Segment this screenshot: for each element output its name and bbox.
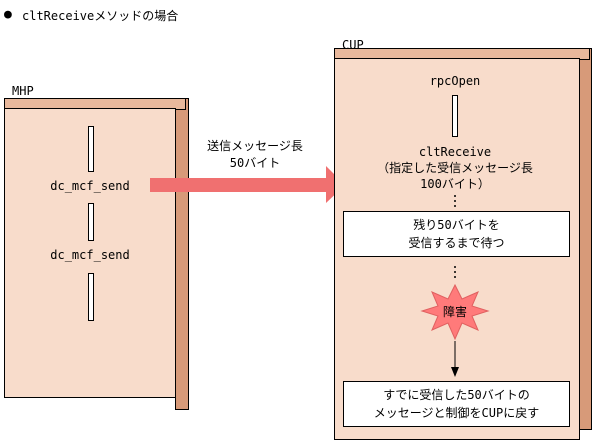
arrow-label-line1: 送信メッセージ長 bbox=[207, 139, 303, 153]
mhp-lifeline-2 bbox=[88, 203, 94, 241]
clt-receive-label: cltReceive bbox=[418, 145, 492, 159]
mhp-call-1: dc_mcf_send bbox=[50, 179, 130, 193]
clt-receive-arg2: 100バイト） bbox=[420, 177, 490, 191]
cup-lifeline-1 bbox=[452, 95, 458, 137]
send-arrow-shape bbox=[150, 166, 345, 203]
return-line-1: すでに受信した50バイトの bbox=[383, 388, 530, 402]
wait-line-1: 残り50バイトを bbox=[413, 218, 500, 232]
mhp-lifeline-3 bbox=[88, 273, 94, 321]
clt-receive-arg1: （指定した受信メッセージ長 bbox=[377, 161, 533, 175]
header-bullet: ● bbox=[4, 7, 12, 22]
mhp-label: MHP bbox=[12, 84, 34, 98]
rpc-open-label: rpcOpen bbox=[429, 74, 481, 88]
mhp-lifeline-1 bbox=[88, 126, 94, 172]
fault-label: 障害 bbox=[442, 305, 467, 319]
return-box bbox=[343, 381, 570, 427]
arrow-label-line2: 50バイト bbox=[229, 156, 281, 170]
mhp-call-2: dc_mcf_send bbox=[50, 248, 130, 262]
return-line-2: メッセージと制御をCUPに戻す bbox=[373, 406, 540, 420]
wait-box bbox=[343, 211, 570, 257]
header-title: cltReceiveメソッドの場合 bbox=[22, 9, 179, 23]
wait-line-2: 受信するまで待つ bbox=[408, 236, 505, 250]
